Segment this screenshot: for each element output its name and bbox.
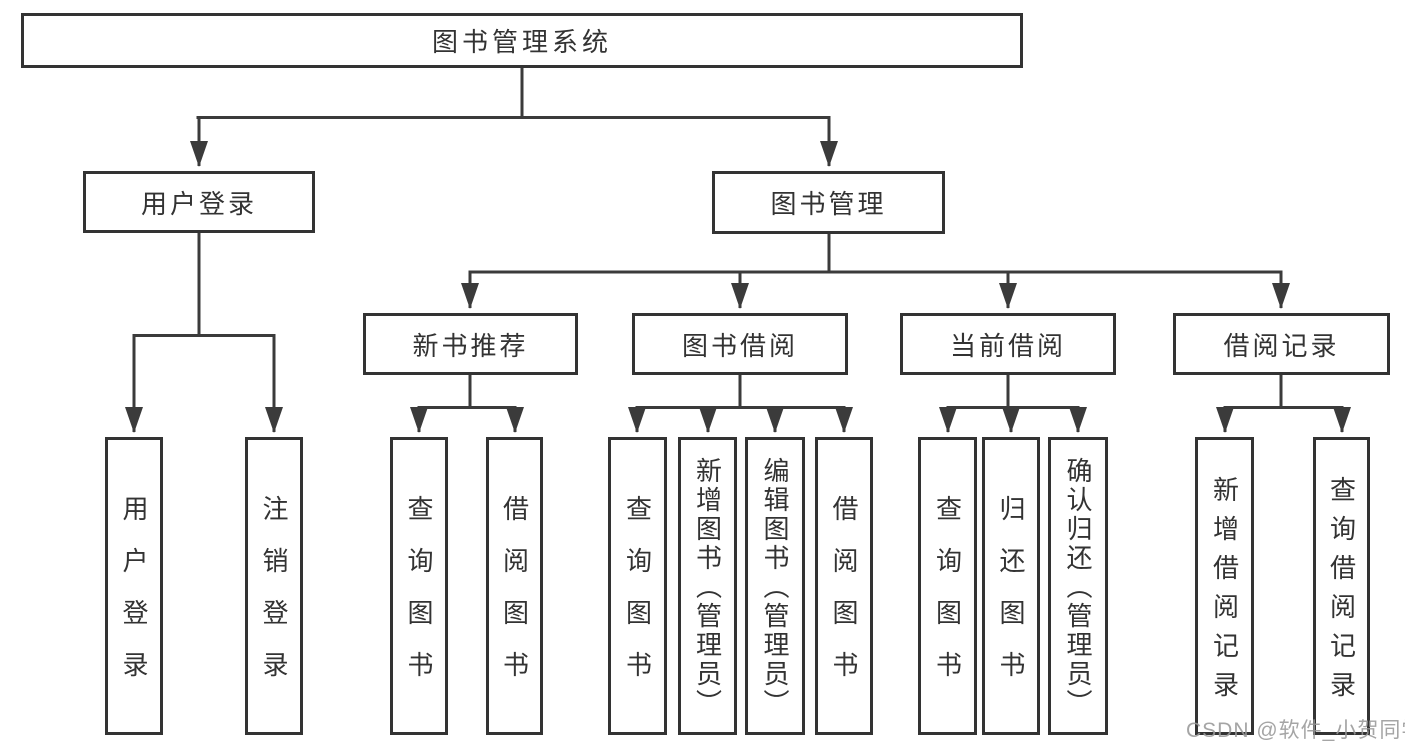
node-label: 归还图书	[996, 495, 1026, 703]
leaf-query-books-recommend: 查询图书	[390, 437, 448, 735]
leaf-query-borrow-record: 查询借阅记录	[1313, 437, 1370, 735]
node-book-borrowing: 图书借阅	[632, 313, 848, 375]
leaf-logout: 注销登录	[245, 437, 303, 735]
node-label: 借阅图书	[499, 495, 530, 703]
node-new-book-recommendation: 新书推荐	[363, 313, 578, 375]
node-label: 新书推荐	[412, 330, 529, 361]
node-label: 新增图书（管理员）	[692, 457, 723, 718]
node-label: 查询图书	[622, 495, 653, 703]
node-label: 用户登录	[140, 188, 257, 219]
node-label: 图书管理	[770, 189, 887, 219]
node-borrowing-records: 借阅记录	[1173, 313, 1390, 375]
leaf-edit-book-admin: 编辑图书（管理员）	[745, 437, 805, 735]
leaf-add-borrow-record: 新增借阅记录	[1195, 437, 1254, 735]
node-label: 查询借阅记录	[1326, 475, 1357, 710]
node-label: 查询图书	[932, 495, 963, 703]
node-label: 查询图书	[404, 495, 434, 703]
node-book-management: 图书管理	[712, 171, 945, 234]
node-label: 图书管理系统	[431, 27, 612, 57]
leaf-query-books-current: 查询图书	[918, 437, 977, 735]
node-label: 用户登录	[119, 495, 149, 703]
node-label: 借阅记录	[1223, 330, 1340, 361]
node-label: 确认归还（管理员）	[1063, 457, 1093, 718]
leaf-return-books: 归还图书	[982, 437, 1040, 735]
node-label: 新增借阅记录	[1209, 475, 1240, 710]
csdn-watermark: CSDN @软件_小贺同学	[1186, 719, 1405, 742]
node-label: 编辑图书（管理员）	[760, 457, 790, 718]
node-library-management-system: 图书管理系统	[21, 13, 1023, 68]
node-current-borrowing: 当前借阅	[900, 313, 1116, 375]
node-label: 当前借阅	[949, 330, 1066, 361]
node-label: 图书借阅	[681, 330, 798, 361]
leaf-borrow-books-recommend: 借阅图书	[486, 437, 543, 735]
leaf-query-books-borrowing: 查询图书	[608, 437, 667, 735]
leaf-user-login: 用户登录	[105, 437, 163, 735]
node-label: 借阅图书	[829, 495, 859, 703]
node-label: 注销登录	[259, 495, 289, 703]
leaf-borrow-books-borrowing: 借阅图书	[815, 437, 873, 735]
leaf-confirm-return-admin: 确认归还（管理员）	[1048, 437, 1108, 735]
leaf-add-book-admin: 新增图书（管理员）	[678, 437, 737, 735]
node-user-login: 用户登录	[83, 171, 315, 233]
